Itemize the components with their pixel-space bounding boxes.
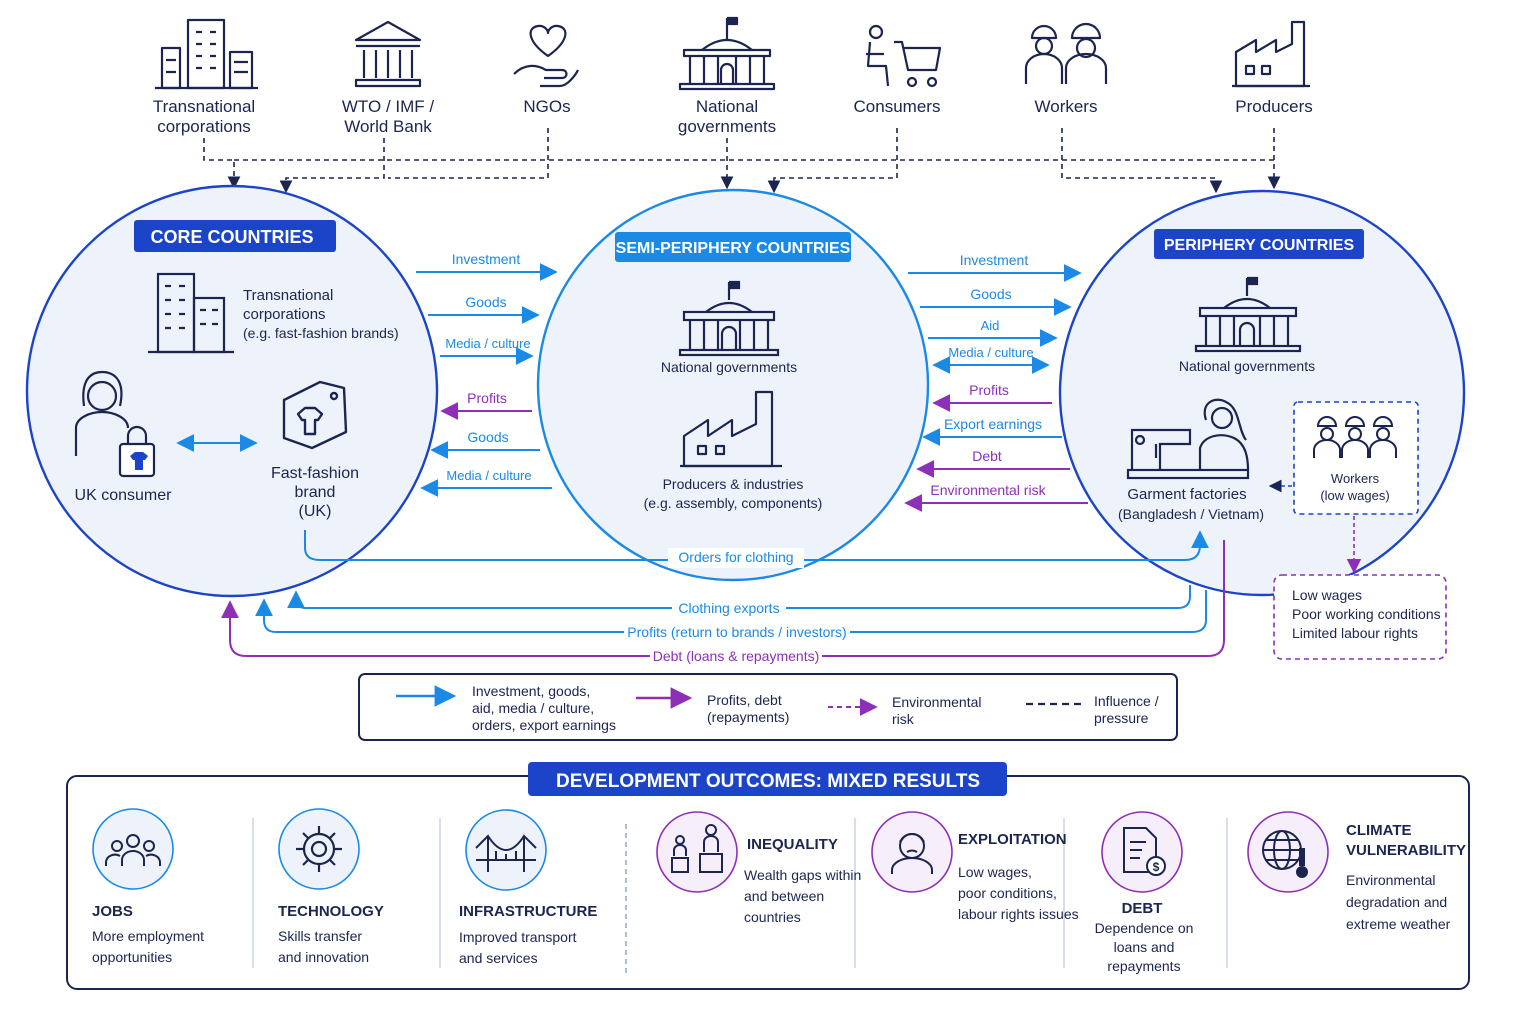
actor-consumers-label: Consumers (854, 97, 941, 116)
legend-influence-label: Influence /pressure (1094, 693, 1159, 726)
semi-periphery-flow-label-5: Export earnings (944, 416, 1042, 432)
workers-label: Workers(low wages) (1320, 471, 1389, 503)
debt-label: Debt (loans & repayments) (653, 648, 820, 664)
legend: Investment, goods,aid, media / culture,o… (396, 683, 1159, 733)
institution-building-icon (354, 20, 422, 88)
outcome-exploitation-text: Low wages,poor conditions,labour rights … (958, 864, 1079, 922)
actor-ngo-label: NGOs (523, 97, 570, 116)
actor-wto-label: WTO / IMF /World Bank (342, 97, 435, 136)
people-group-icon (92, 808, 174, 890)
actors-row (155, 16, 1310, 91)
semi-periphery-circle (536, 188, 930, 582)
core-semi-flow-label-5: Media / culture (446, 468, 531, 483)
profits-return-label: Profits (return to brands / investors) (627, 624, 846, 640)
svg-text:CORE COUNTRIES: CORE COUNTRIES (150, 227, 313, 247)
semi-periphery-flow-label-2: Aid (981, 318, 1000, 333)
core-badge: CORE COUNTRIES (134, 220, 336, 252)
uk-consumer-icon (74, 370, 156, 478)
core-semi-flow-label-2: Media / culture (445, 336, 530, 351)
debt-document-icon: $ (1101, 811, 1183, 893)
core-semi-flow-label-4: Goods (467, 429, 508, 445)
outcome-exploitation-title: EXPLOITATION (958, 831, 1067, 848)
semi-government-icon (678, 280, 780, 357)
outcomes-title: DEVELOPMENT OUTCOMES: MIXED RESULTS (556, 771, 980, 792)
semi-periphery-flow-label-6: Debt (972, 448, 1002, 464)
government-building-icon (678, 16, 776, 91)
actor-producers-label: Producers (1235, 97, 1312, 116)
semi-gov-label: National governments (661, 359, 797, 375)
core-semi-flow-label-1: Goods (465, 294, 506, 310)
bridge-icon (465, 809, 547, 891)
uk-consumer-label: UK consumer (75, 487, 173, 504)
fashion-tag-icon (282, 380, 348, 450)
shopping-cart-icon (866, 24, 942, 88)
core-tnc-icon (148, 272, 234, 354)
exports-label: Clothing exports (678, 600, 779, 616)
orders-label: Orders for clothing (678, 549, 793, 565)
outcome-debt-title: DEBT (1122, 900, 1163, 917)
svg-text:SEMI-PERIPHERY COUNTRIES: SEMI-PERIPHERY COUNTRIES (616, 240, 851, 257)
legend-blue-label: Investment, goods,aid, media / culture,o… (472, 683, 616, 733)
outcome-dividers (252, 818, 1228, 974)
core-semi-flow-label-0: Investment (452, 251, 521, 267)
podium-people-icon (656, 811, 738, 893)
bottom-flow-labels: Orders for clothing Clothing exports Pro… (624, 548, 850, 666)
semi-periphery-flow-label-7: Environmental risk (930, 482, 1046, 498)
semi-periphery-flow-label-1: Goods (970, 286, 1011, 302)
outcome-infrastructure-title: INFRASTRUCTURE (459, 903, 597, 920)
conditions-box (1273, 574, 1447, 660)
legend-purple-label: Profits, debt(repayments) (707, 692, 789, 725)
semi-periphery-flow-label-3: Media / culture (948, 345, 1033, 360)
semi-periphery-badge: SEMI-PERIPHERY COUNTRIES (615, 232, 851, 262)
factory-icon (1232, 20, 1310, 88)
semi-producers-label: Producers & industries(e.g. assembly, co… (644, 476, 823, 511)
svg-text:$: $ (1153, 860, 1160, 874)
worried-face-icon (871, 811, 953, 893)
influence-connectors (203, 128, 1281, 194)
periphery-badge: PERIPHERY COUNTRIES (1154, 229, 1364, 259)
outcome-jobs-title: JOBS (92, 903, 133, 920)
outcome-icons: $ (92, 808, 1329, 893)
gear-icon (278, 808, 360, 890)
office-buildings-icon (155, 18, 258, 90)
outcomes-badge (528, 762, 1007, 796)
svg-text:PERIPHERY COUNTRIES: PERIPHERY COUNTRIES (1164, 237, 1355, 254)
semi-periphery-flow-label-0: Investment (960, 252, 1029, 268)
workers-group-icon (1313, 416, 1397, 458)
sewing-worker-icon (1126, 398, 1250, 480)
outcome-technology-title: TECHNOLOGY (278, 903, 384, 920)
periphery-government-icon (1194, 276, 1302, 353)
semi-periphery-flow-label-4: Profits (969, 382, 1009, 398)
legend-box (358, 673, 1178, 741)
semi-factory-icon (680, 390, 782, 468)
heart-hand-icon (513, 24, 579, 88)
actor-workers-label: Workers (1035, 97, 1098, 116)
garment-factories-label: Garment factories(Bangladesh / Vietnam) (1118, 486, 1264, 522)
workers-icon (1024, 22, 1108, 84)
periphery-gov-label: National governments (1179, 358, 1315, 374)
globe-thermometer-icon (1247, 811, 1329, 893)
core-semi-flow-label-3: Profits (467, 390, 507, 406)
core-circle (25, 184, 439, 598)
outcome-inequality-title: INEQUALITY (747, 836, 838, 853)
